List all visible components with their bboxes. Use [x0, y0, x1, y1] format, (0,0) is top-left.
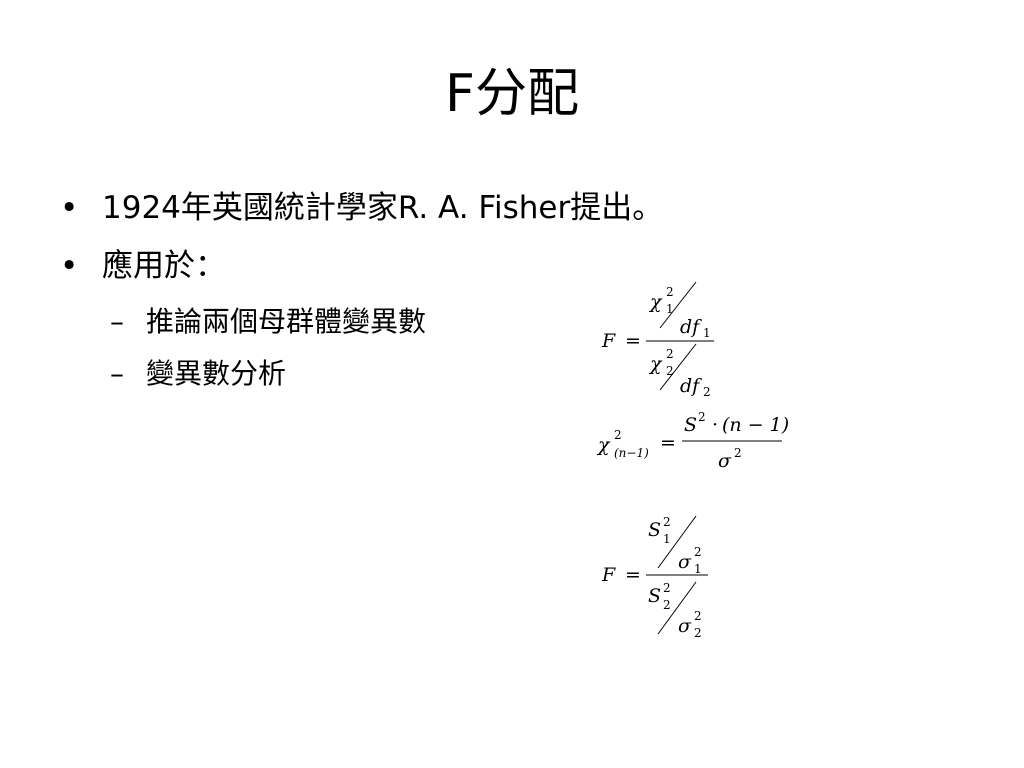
- superscript: 2: [698, 410, 706, 424]
- formula-f-variance-ratio: F = S 2 1 σ 2 1 S 2 2 σ 2 2: [601, 515, 708, 640]
- equals-sign: =: [625, 564, 641, 586]
- subscript: 2: [663, 598, 671, 612]
- superscript: 2: [694, 609, 702, 623]
- chi-symbol: χ: [596, 434, 611, 456]
- dot-operator: ·: [712, 414, 718, 436]
- s-symbol: S: [648, 519, 661, 541]
- subscript: 1: [666, 302, 674, 316]
- df-label: df: [680, 316, 702, 338]
- equals-sign: =: [625, 330, 641, 352]
- subscript: 2: [694, 626, 702, 640]
- f-symbol: F: [601, 330, 616, 352]
- df-label: df: [680, 375, 702, 397]
- slash-line: [657, 515, 697, 569]
- sub-bullet-marker: –: [110, 357, 124, 390]
- slash-line: [659, 281, 697, 329]
- sub-bullet-text: 變異數分析: [146, 357, 287, 390]
- subscript: 1: [694, 562, 702, 576]
- sigma-symbol: σ: [678, 615, 692, 637]
- s-symbol: S: [684, 414, 697, 436]
- superscript: 2: [734, 446, 742, 460]
- equals-sign: =: [660, 432, 676, 454]
- formula-f-chi-square: F = χ 2 1 df 1 χ 2 2 df 2: [601, 281, 714, 399]
- bullet-history: • 1924年英國統計學家R. A. Fisher提出。: [60, 188, 663, 228]
- subscript: 1: [703, 326, 711, 340]
- superscript: 2: [694, 545, 702, 559]
- sub-bullet-anova: – 變異數分析: [60, 356, 663, 392]
- slash-line: [657, 581, 697, 635]
- superscript: 2: [666, 347, 674, 361]
- bullet-text: 1924年英國統計學家R. A. Fisher提出。: [102, 190, 664, 226]
- sub-bullet-marker: –: [110, 305, 124, 338]
- sub-bullet-variance-inference: – 推論兩個母群體變異數: [60, 304, 663, 340]
- chi-symbol: χ: [648, 353, 663, 375]
- chi-symbol: χ: [648, 291, 663, 313]
- superscript: 2: [663, 515, 671, 529]
- subscript: 2: [666, 364, 674, 378]
- sigma-symbol: σ: [678, 551, 692, 573]
- subscript: 1: [663, 532, 671, 546]
- slide-title: F分配: [445, 64, 579, 124]
- parenthesized-term: (n − 1): [722, 414, 789, 436]
- sigma-symbol: σ: [718, 450, 732, 472]
- subscript: 2: [703, 385, 711, 399]
- superscript: 2: [666, 285, 674, 299]
- sub-bullet-text: 推論兩個母群體變異數: [146, 305, 427, 338]
- bullet-marker: •: [60, 190, 79, 226]
- superscript: 2: [614, 428, 622, 442]
- slash-line: [659, 343, 697, 391]
- f-symbol: F: [601, 564, 616, 586]
- bullet-text: 應用於：: [102, 248, 226, 284]
- superscript: 2: [663, 581, 671, 595]
- s-symbol: S: [648, 585, 661, 607]
- bullet-list: • 1924年英國統計學家R. A. Fisher提出。 • 應用於： – 推論…: [60, 188, 663, 408]
- subscript: (n−1): [614, 446, 649, 460]
- bullet-marker: •: [60, 248, 79, 284]
- bullet-applications: • 應用於：: [60, 246, 663, 286]
- formula-chi-square-definition: χ 2 (n−1) = S 2 · (n − 1) σ 2: [596, 410, 789, 472]
